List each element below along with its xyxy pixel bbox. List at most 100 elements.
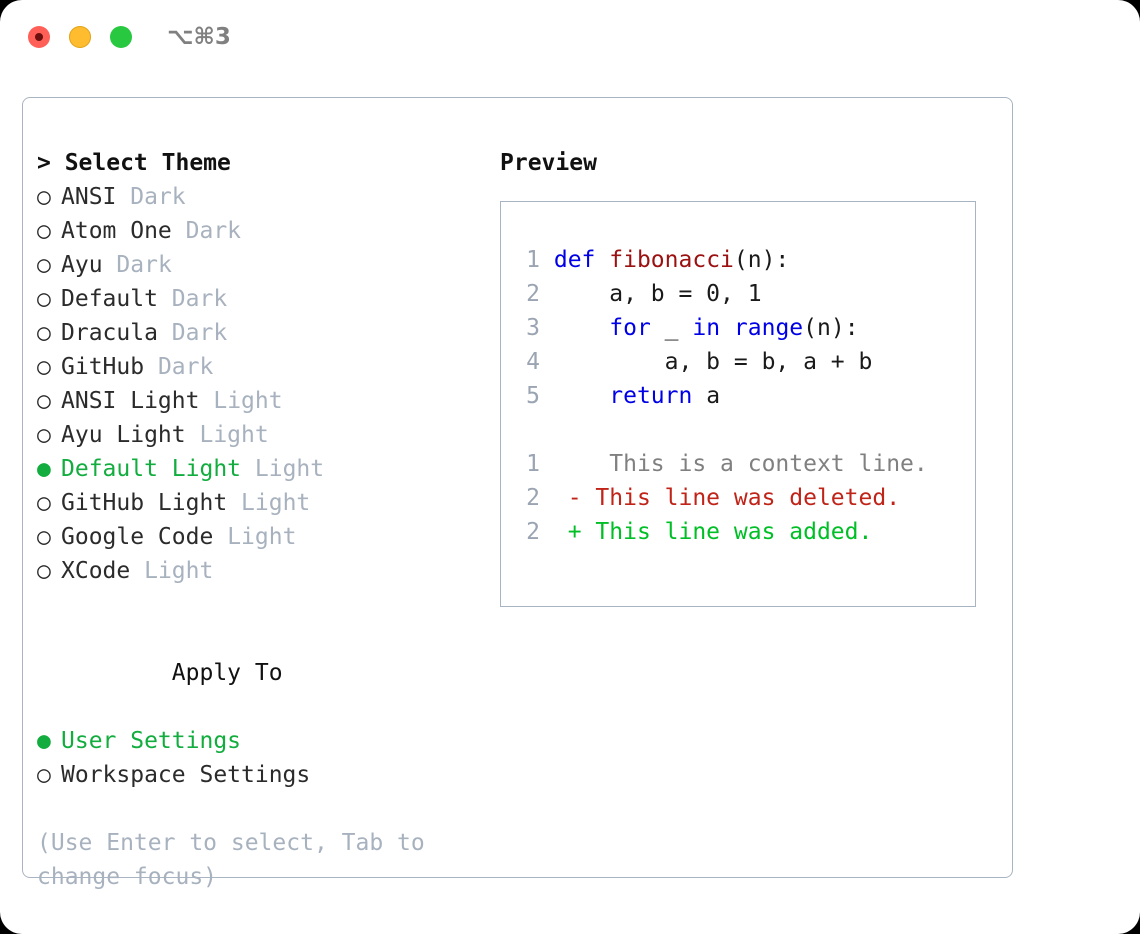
code-line: 5 return a bbox=[514, 379, 928, 413]
code-line: 1 def fibonacci(n): bbox=[514, 243, 928, 277]
diff-line: 2 + This line was added. bbox=[514, 515, 928, 549]
line-number-gap bbox=[540, 349, 554, 375]
code-token: for bbox=[609, 315, 651, 341]
apply-to-option-label: User Settings bbox=[61, 728, 242, 754]
theme-option-tag: Dark bbox=[185, 218, 242, 244]
diff-marker: - bbox=[567, 485, 582, 511]
hint-spacer bbox=[37, 792, 467, 826]
theme-option[interactable]: ○Atom One Dark bbox=[37, 214, 467, 248]
theme-option-tag: Light bbox=[144, 558, 214, 584]
theme-option-tag: Dark bbox=[157, 354, 214, 380]
line-number-gap bbox=[540, 281, 554, 307]
theme-option-tag: Dark bbox=[171, 320, 228, 346]
radio-unselected-icon: ○ bbox=[37, 558, 51, 584]
diff-line-text: This is a context line. bbox=[581, 451, 928, 477]
line-number: 2 bbox=[526, 281, 540, 307]
maximize-button[interactable] bbox=[110, 26, 132, 48]
theme-option[interactable]: ○ Ayu Dark bbox=[37, 248, 467, 282]
window-controls bbox=[28, 26, 132, 48]
label-separator bbox=[144, 354, 158, 380]
apply-to-option-label: Workspace Settings bbox=[61, 762, 311, 788]
theme-option-tag: Light bbox=[227, 524, 297, 550]
diff-marker-gap bbox=[540, 519, 568, 545]
theme-option-label: ANSI bbox=[61, 184, 117, 210]
label-separator bbox=[227, 490, 241, 516]
code-line: 3 for _ in range(n): bbox=[514, 311, 928, 345]
code-token: _ bbox=[650, 315, 693, 341]
theme-option-tag: Dark bbox=[116, 252, 172, 278]
theme-option-tag: Light bbox=[241, 490, 311, 516]
radio-unselected-icon: ○ bbox=[37, 388, 51, 414]
label-separator bbox=[186, 422, 200, 448]
radio-unselected-icon: ○ bbox=[37, 320, 51, 346]
theme-option[interactable]: ○ Dracula Dark bbox=[37, 316, 467, 350]
code-token: return bbox=[609, 383, 693, 409]
keyboard-shortcut-label: ⌥⌘3 bbox=[167, 24, 231, 50]
theme-option-label: Atom One bbox=[61, 218, 172, 244]
theme-option-label: Ayu Light bbox=[61, 422, 186, 448]
radio-unselected-icon: ○ bbox=[37, 490, 51, 516]
line-number: 1 bbox=[526, 451, 540, 477]
diff-line-text: This line was deleted. bbox=[581, 485, 901, 511]
theme-option[interactable]: ○GitHub Dark bbox=[37, 350, 467, 384]
theme-option-label: GitHub Light bbox=[61, 490, 228, 516]
apply-to-option[interactable]: ●User Settings bbox=[37, 724, 467, 758]
theme-option[interactable]: ○ANSI Dark bbox=[37, 180, 467, 214]
label-separator bbox=[241, 456, 255, 482]
preview-title: Preview bbox=[500, 150, 597, 176]
diff-line-text: This line was added. bbox=[581, 519, 873, 545]
main-panel: > Select Theme ○ANSI Dark○Atom One Dark○… bbox=[22, 97, 1013, 890]
theme-option-label: XCode bbox=[61, 558, 131, 584]
apply-to-bullet-placeholder: ○ bbox=[148, 656, 172, 690]
theme-option[interactable]: ○ XCode Light bbox=[37, 554, 467, 588]
close-button[interactable] bbox=[28, 26, 50, 48]
code-token bbox=[595, 247, 609, 273]
theme-option-label: Default bbox=[61, 286, 158, 312]
label-separator bbox=[130, 558, 144, 584]
theme-option[interactable]: ○ GitHub Light Light bbox=[37, 486, 467, 520]
minimize-button[interactable] bbox=[69, 26, 91, 48]
code-token: a, b = b, a + b bbox=[553, 349, 873, 375]
diff-line: 1 This is a context line. bbox=[514, 447, 928, 481]
label-separator bbox=[213, 524, 227, 550]
line-number: 3 bbox=[526, 315, 540, 341]
code-token bbox=[554, 383, 609, 409]
label-separator bbox=[199, 388, 213, 414]
theme-option[interactable]: ●Default Light Light bbox=[37, 452, 467, 486]
theme-option[interactable]: ○Google Code Light bbox=[37, 520, 467, 554]
theme-option[interactable]: ○Ayu Light Light bbox=[37, 418, 467, 452]
line-number: 2 bbox=[526, 519, 540, 545]
code-token: (n): bbox=[733, 247, 790, 273]
theme-picker-column: > Select Theme ○ANSI Dark○Atom One Dark○… bbox=[37, 146, 467, 894]
diff-marker: + bbox=[567, 519, 582, 545]
line-number: 4 bbox=[526, 349, 540, 375]
line-number: 2 bbox=[526, 485, 540, 511]
radio-unselected-icon: ○ bbox=[37, 286, 51, 312]
code-token: range bbox=[733, 315, 804, 341]
diff-marker bbox=[568, 451, 582, 477]
code-token: fibonacci bbox=[609, 247, 734, 273]
theme-option-label: Ayu bbox=[61, 252, 103, 278]
diff-line: 2 - This line was deleted. bbox=[514, 481, 928, 515]
apply-to-heading-label: Apply To bbox=[171, 660, 283, 686]
theme-option[interactable]: ○Default Dark bbox=[37, 282, 467, 316]
label-separator bbox=[158, 320, 172, 346]
diff-marker-gap bbox=[540, 485, 568, 511]
theme-option[interactable]: ○ANSI Light Light bbox=[37, 384, 467, 418]
line-number-gap bbox=[540, 247, 554, 273]
radio-unselected-icon: ○ bbox=[37, 252, 51, 278]
radio-unselected-icon: ○ bbox=[37, 524, 51, 550]
code-line: 4 a, b = b, a + b bbox=[514, 345, 928, 379]
theme-option-label: Dracula bbox=[61, 320, 158, 346]
code-line: 2 a, b = 0, 1 bbox=[514, 277, 928, 311]
preview-column: Preview 1 def fibonacci(n):2 a, b = 0, 1… bbox=[500, 146, 1000, 607]
line-number-gap bbox=[540, 383, 554, 409]
apply-to-option[interactable]: ○Workspace Settings bbox=[37, 758, 467, 792]
radio-unselected-icon: ○ bbox=[37, 354, 51, 380]
apply-to-list: ●User Settings○Workspace Settings bbox=[37, 724, 467, 792]
radio-unselected-icon: ○ bbox=[37, 422, 51, 448]
keyboard-hint: (Use Enter to select, Tab to change focu… bbox=[37, 830, 439, 890]
